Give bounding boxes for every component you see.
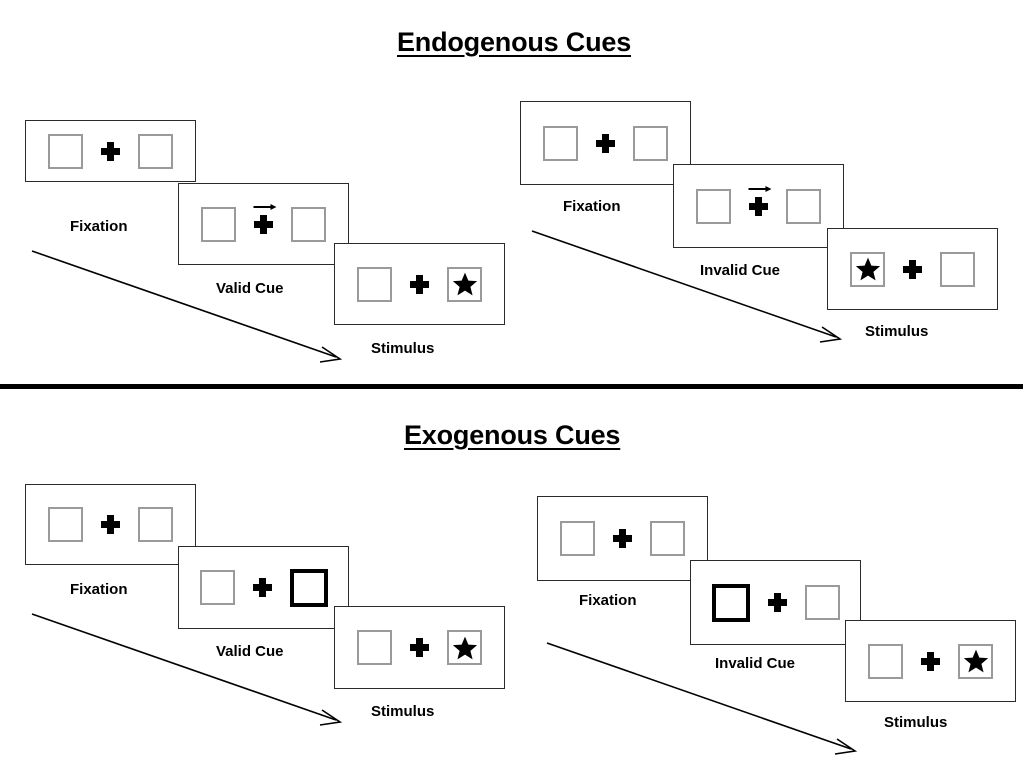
- panel-content: [674, 165, 843, 247]
- panel-exogenous-valid-cue: [178, 546, 349, 629]
- panel-endogenous-valid-stimulus: [334, 243, 505, 325]
- caption-endogenous-invalid-cue: Invalid Cue: [700, 262, 781, 279]
- placeholder-box-left: [48, 507, 83, 542]
- time-arrow-icon: [546, 642, 858, 755]
- plus-icon: [252, 203, 276, 234]
- plus-icon: [101, 515, 120, 534]
- placeholder-box-right: [940, 251, 975, 287]
- plus-icon: [410, 274, 429, 294]
- star-icon: [963, 649, 988, 673]
- placeholder-box-left: [868, 643, 903, 679]
- panel-endogenous-valid-cue: [178, 183, 349, 265]
- time-arrow-icon: [31, 613, 343, 726]
- placeholder-box-right: [138, 133, 173, 169]
- star-icon: [452, 272, 477, 296]
- caption-exogenous-valid-fixation: Fixation: [70, 581, 128, 598]
- caption-exogenous-valid-cue: Valid Cue: [216, 643, 284, 660]
- panel-exogenous-invalid-cue: [690, 560, 861, 645]
- panel-exogenous-valid-fixation: [25, 484, 196, 565]
- plus-icon: [252, 578, 272, 597]
- placeholder-box-right: [650, 521, 685, 556]
- time-arrow-icon: [531, 230, 843, 343]
- section-title-exogenous: Exogenous Cues: [404, 420, 621, 450]
- plus-icon: [921, 651, 940, 671]
- placeholder-box-left-target: [850, 251, 885, 287]
- placeholder-box-right-cued: [289, 568, 328, 607]
- placeholder-box-left: [560, 521, 595, 556]
- plus-icon: [101, 141, 120, 161]
- arrow-right-icon: [252, 203, 276, 210]
- placeholder-box-left: [357, 266, 392, 302]
- panel-endogenous-invalid-fixation: [520, 101, 691, 185]
- placeholder-box-left: [543, 125, 578, 161]
- placeholder-box-right: [291, 206, 326, 242]
- star-icon: [855, 257, 880, 281]
- placeholder-box-right: [138, 507, 173, 542]
- plus-icon: [596, 133, 615, 153]
- panel-content: [179, 184, 348, 264]
- caption-exogenous-invalid-stimulus: Stimulus: [884, 714, 948, 731]
- panel-exogenous-invalid-fixation: [537, 496, 708, 581]
- placeholder-box-right-target: [958, 643, 993, 679]
- placeholder-box-right-target: [447, 630, 482, 665]
- caption-exogenous-invalid-cue: Invalid Cue: [715, 655, 796, 672]
- plus-icon: [613, 529, 632, 548]
- caption-exogenous-valid-stimulus: Stimulus: [371, 703, 435, 720]
- plus-icon: [410, 638, 429, 657]
- panel-content: [179, 547, 348, 628]
- panel-exogenous-valid-stimulus: [334, 606, 505, 689]
- star-icon: [452, 636, 477, 659]
- placeholder-box-left: [357, 630, 392, 665]
- plus-icon: [767, 593, 787, 612]
- panel-endogenous-valid-fixation: [25, 120, 196, 182]
- section-divider: [0, 384, 1023, 389]
- placeholder-box-right: [804, 585, 840, 620]
- panel-content: [691, 561, 860, 644]
- placeholder-box-left-cued: [711, 583, 750, 622]
- panel-exogenous-invalid-stimulus: [845, 620, 1016, 702]
- placeholder-box-right-target: [447, 266, 482, 302]
- placeholder-box-left: [48, 133, 83, 169]
- panel-content: [26, 485, 195, 564]
- section-title-endogenous: Endogenous Cues: [397, 27, 632, 57]
- caption-endogenous-valid-cue: Valid Cue: [216, 280, 284, 297]
- caption-exogenous-invalid-fixation: Fixation: [579, 592, 637, 609]
- caption-endogenous-invalid-stimulus: Stimulus: [865, 323, 929, 340]
- panel-content: [846, 621, 1015, 701]
- panel-content: [335, 244, 504, 324]
- arrow-right-icon: [747, 185, 771, 192]
- panel-content: [26, 121, 195, 181]
- placeholder-box-left: [201, 206, 236, 242]
- placeholder-box-left: [696, 188, 731, 224]
- caption-endogenous-valid-stimulus: Stimulus: [371, 340, 435, 357]
- panel-endogenous-invalid-stimulus: [827, 228, 998, 310]
- panel-content: [828, 229, 997, 309]
- panel-endogenous-invalid-cue: [673, 164, 844, 248]
- placeholder-box-right: [786, 188, 821, 224]
- caption-endogenous-valid-fixation: Fixation: [70, 218, 128, 235]
- panel-content: [521, 102, 690, 184]
- caption-endogenous-invalid-fixation: Fixation: [563, 198, 621, 215]
- placeholder-box-left: [199, 570, 235, 605]
- time-arrow-icon: [31, 250, 343, 363]
- plus-icon: [747, 185, 771, 216]
- panel-content: [335, 607, 504, 688]
- panel-content: [538, 497, 707, 580]
- plus-icon: [903, 259, 922, 279]
- placeholder-box-right: [633, 125, 668, 161]
